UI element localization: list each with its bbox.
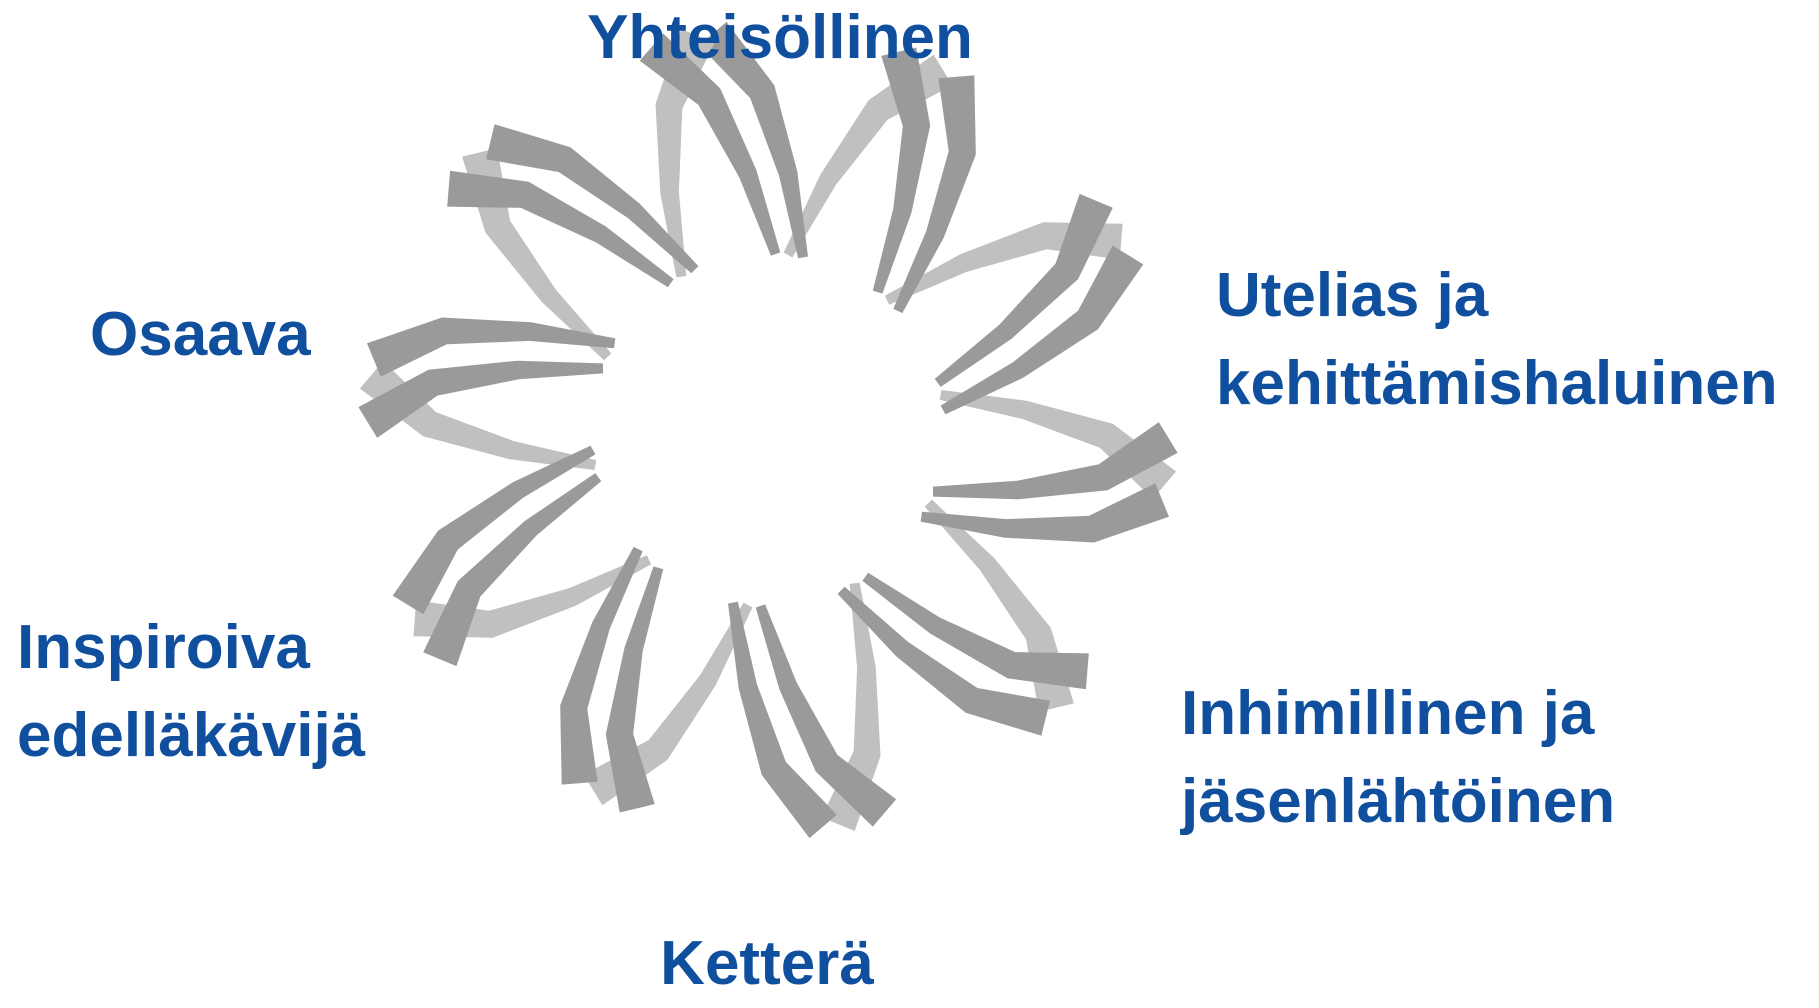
value-text: Yhteisöllinen	[0, 0, 1560, 82]
value-text: Ketterä	[0, 920, 1534, 1008]
value-text-line-2: edelläkävijä	[17, 692, 365, 780]
value-label-bottom-right: Inhimillinen ja jäsenlähtöinen	[1181, 670, 1615, 846]
value-label-bottom: Ketterä	[0, 920, 1534, 1008]
value-text-line-1: Utelias ja	[1216, 252, 1778, 340]
value-label-top-right: Utelias ja kehittämishaluinen	[1216, 252, 1778, 428]
value-text-line-2: jäsenlähtöinen	[1181, 758, 1615, 846]
ribbon-strand-10	[584, 603, 753, 806]
ribbon-strand-11	[728, 602, 837, 838]
ribbon-strand-24	[862, 573, 1088, 690]
value-text: Osaava	[90, 291, 311, 379]
value-label-top-left: Osaava	[90, 291, 311, 379]
value-label-bottom-left: Inspiroiva edelläkävijä	[17, 604, 365, 780]
value-label-top: Yhteisöllinen	[0, 0, 1560, 82]
ribbon-strand-28	[358, 361, 603, 438]
ribbon-strand-29	[447, 171, 673, 288]
ribbon-strand-23	[933, 422, 1178, 499]
ribbon-strand-5	[941, 246, 1144, 415]
ribbon-group	[358, 22, 1177, 838]
value-text-line-1: Inhimillinen ja	[1181, 670, 1615, 758]
ribbon-strand-15	[393, 446, 596, 615]
ribbon-strand-0	[784, 55, 953, 258]
value-text-line-1: Inspiroiva	[17, 604, 365, 692]
value-text-line-2: kehittämishaluinen	[1216, 340, 1778, 428]
